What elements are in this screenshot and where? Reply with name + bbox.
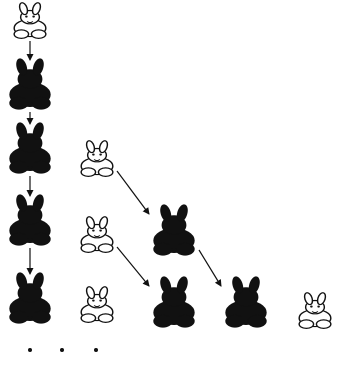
arrow-connector [199, 250, 221, 286]
young-rabbit-icon [14, 2, 46, 38]
adult-rabbit-icon [154, 276, 194, 327]
young-rabbit-icon [299, 292, 331, 328]
young-rabbit-icon [81, 140, 113, 176]
adult-rabbit-icon [10, 272, 50, 323]
young-rabbit-icon [81, 216, 113, 252]
continuation-ellipsis [12, 340, 122, 360]
arrow-connector [117, 247, 149, 286]
adult-rabbit-icon [226, 276, 266, 327]
adult-rabbit-icon [154, 204, 194, 255]
young-rabbit-icon [81, 286, 113, 322]
adult-rabbit-icon [10, 194, 50, 245]
adult-rabbit-icon [10, 58, 50, 109]
adult-rabbit-icon [10, 122, 50, 173]
arrow-connector [117, 171, 149, 214]
